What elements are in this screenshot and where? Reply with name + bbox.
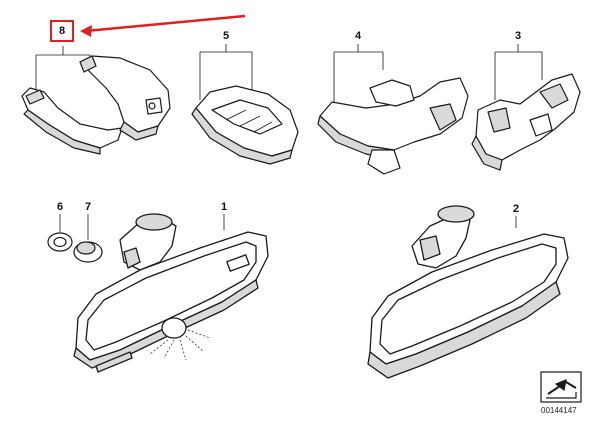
callout-3: 3	[514, 30, 522, 42]
part-3-cover	[471, 73, 581, 171]
callout-8-highlight-box	[50, 20, 74, 42]
callout-2: 2	[512, 203, 520, 215]
sensor-rays	[149, 329, 211, 361]
callout-1: 1	[220, 201, 228, 213]
callout-6: 6	[56, 201, 64, 213]
part-1-mirror	[73, 213, 269, 373]
diagram-id-label: 00144147	[541, 406, 577, 415]
folded-page-arrow-icon	[540, 371, 582, 403]
part-7-grommet	[73, 241, 103, 263]
part-5-lower-cover	[191, 85, 299, 165]
part-6-ring	[47, 232, 73, 252]
part-4-cover	[317, 77, 469, 175]
callout-7: 7	[84, 201, 92, 213]
callout-8: 8	[58, 25, 66, 37]
callout-5: 5	[222, 30, 230, 42]
callout-4: 4	[354, 30, 362, 42]
part-8-mirror-cover	[21, 55, 171, 155]
part-2-mirror	[367, 205, 569, 379]
highlight-arrow	[80, 14, 246, 37]
